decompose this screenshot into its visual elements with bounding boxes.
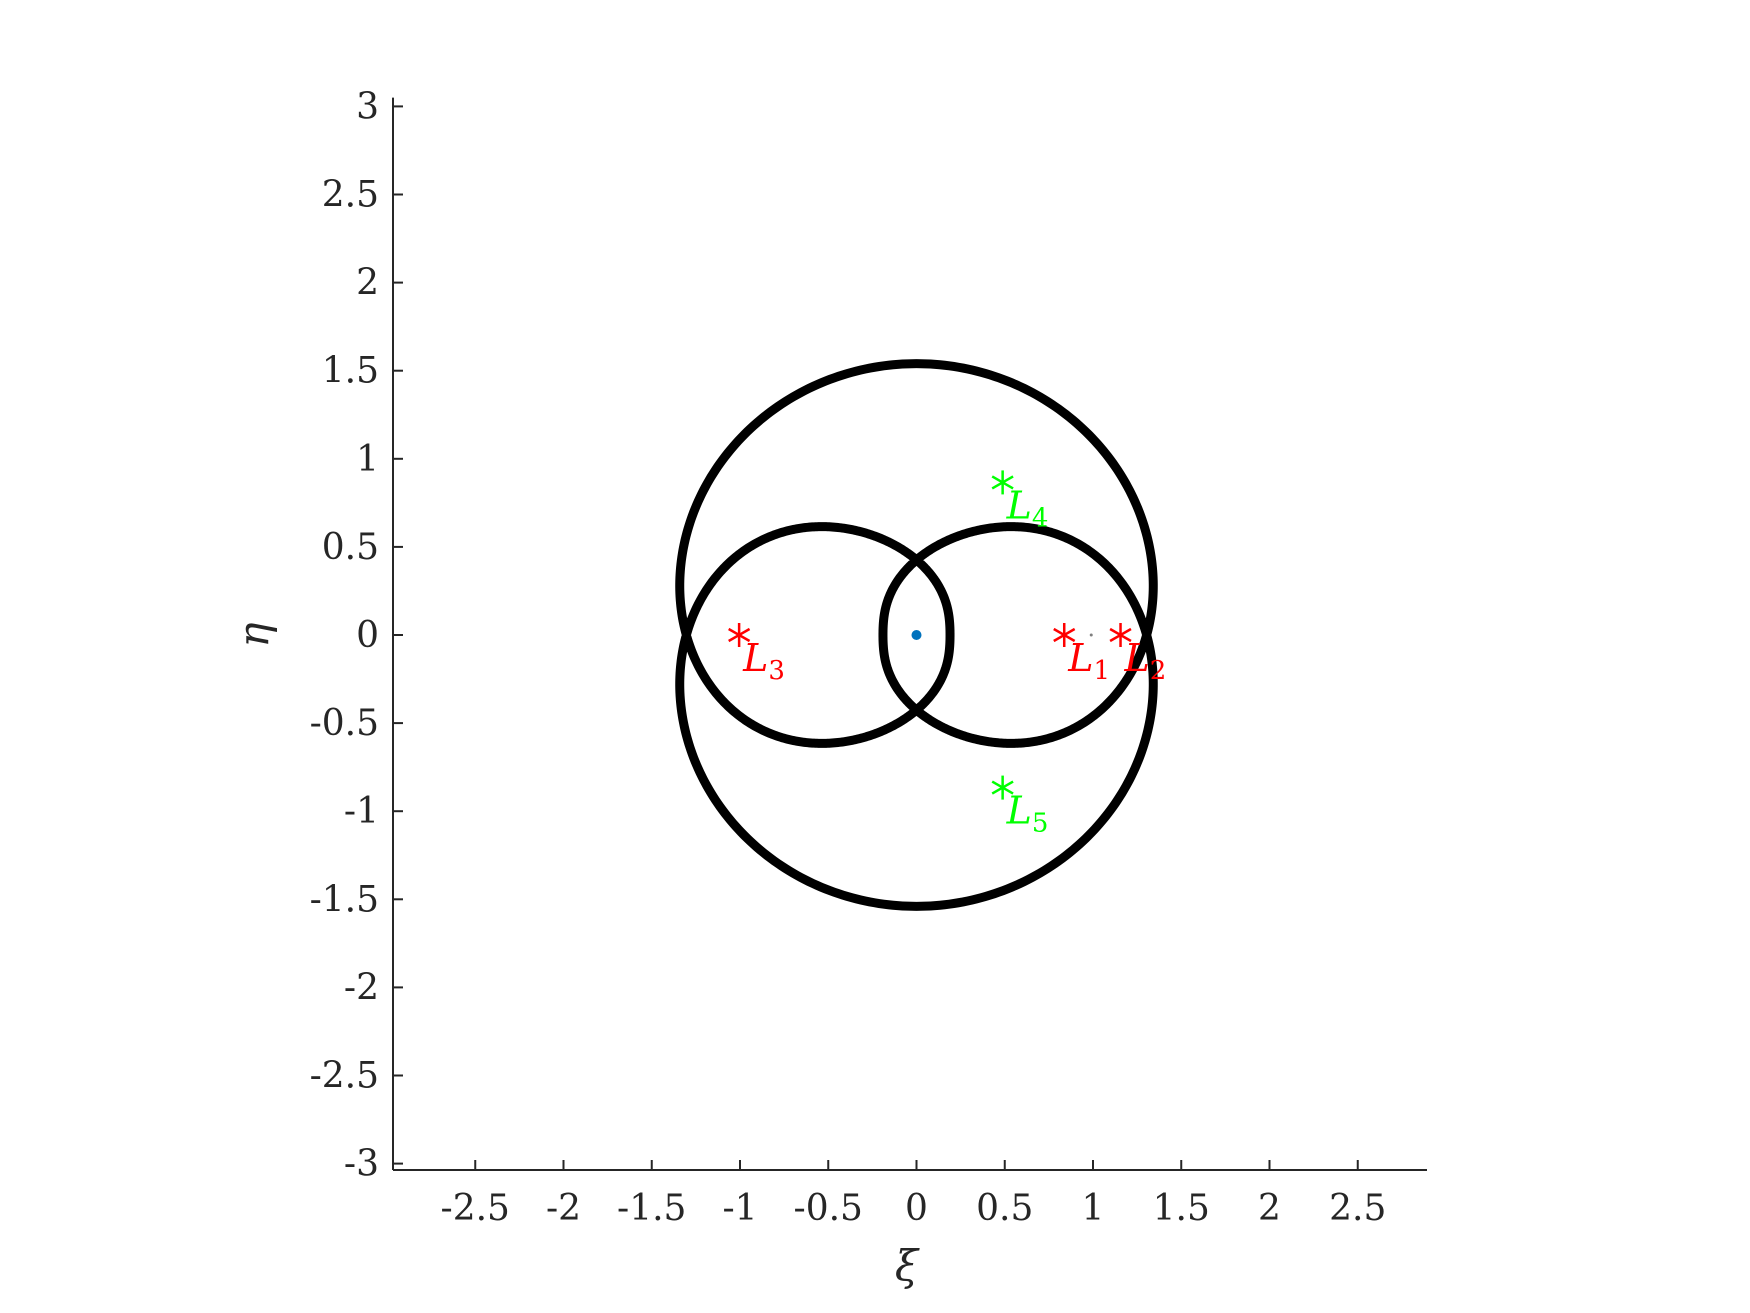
y-tick-label: -3: [344, 1144, 379, 1185]
lagrange-label: L3: [742, 636, 785, 686]
x-tick-label: 1.5: [1153, 1188, 1210, 1229]
x-tick-label: 0: [905, 1188, 928, 1229]
y-tick-label: 0.5: [322, 527, 379, 568]
secondary-body-marker: [1089, 633, 1093, 637]
orbit-layer: [675, 359, 1158, 911]
lagrange-label: L4: [1006, 483, 1049, 533]
x-tick-label: 2.5: [1329, 1188, 1386, 1229]
y-tick-label: -1: [344, 791, 379, 832]
y-ticks: 3 2.5 2 1.5 1 0.5 0 -0.5 -1 -1.5 -2 -2.5 -3: [310, 86, 403, 1185]
x-tick-label: -0.5: [794, 1188, 863, 1229]
axes: [392, 97, 1427, 1171]
y-tick-label: -2.5: [310, 1056, 379, 1097]
lagrange-point-1: L1: [1053, 623, 1110, 686]
asterisk-marker: [991, 475, 1014, 490]
asterisk-marker: [1053, 627, 1076, 643]
y-tick-label: -2: [344, 967, 379, 1008]
x-tick-label: 2: [1258, 1188, 1281, 1229]
orbit-curve: [675, 359, 1158, 911]
lagrange-point-2: L2: [1109, 623, 1167, 686]
asterisk-marker: [1109, 627, 1132, 643]
y-tick-label: 1.5: [322, 351, 379, 392]
x-tick-label: 1: [1082, 1188, 1105, 1229]
y-tick-label: 1: [356, 439, 379, 480]
y-tick-label: 3: [356, 86, 379, 127]
lagrange-label: L2: [1124, 636, 1167, 686]
lagrange-label: L5: [1006, 789, 1049, 839]
x-tick-label: -1: [722, 1188, 757, 1229]
lagrange-label: L1: [1067, 636, 1110, 686]
asterisk-marker: [728, 627, 751, 643]
y-axis-label: η: [229, 622, 278, 647]
y-tick-label: -0.5: [310, 703, 379, 744]
y-tick-label: 2.5: [322, 175, 379, 216]
x-tick-label: 0.5: [976, 1188, 1033, 1229]
x-tick-label: -1.5: [617, 1188, 686, 1229]
y-tick-label: 2: [356, 263, 379, 304]
lagrange-point-5: L5: [991, 775, 1049, 839]
asterisk-marker: [991, 780, 1014, 795]
x-tick-label: -2: [546, 1188, 581, 1229]
x-tick-label: -2.5: [441, 1188, 510, 1229]
primary-body-marker: [911, 630, 922, 640]
y-tick-label: -1.5: [310, 879, 379, 920]
lagrange-point-3: L3: [728, 623, 785, 686]
x-axis-label: ξ: [895, 1241, 920, 1290]
x-ticks: -2.5 -2 -1.5 -1 -0.5 0 0.5 1 1.5 2 2.5: [441, 1160, 1386, 1229]
y-tick-label: 0: [356, 615, 379, 656]
